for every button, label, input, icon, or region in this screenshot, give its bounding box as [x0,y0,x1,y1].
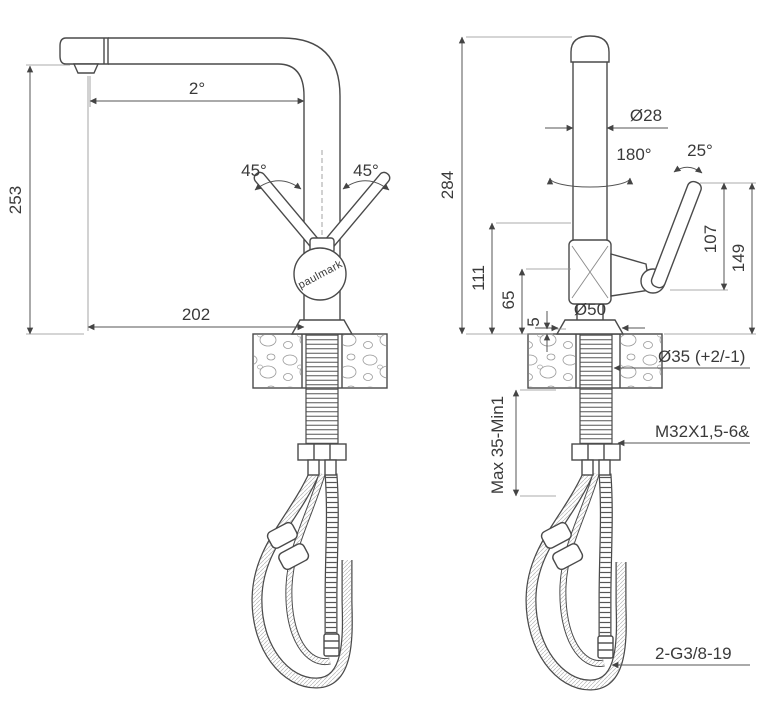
handle-lever [650,180,702,289]
dim-height-label: 253 [6,186,25,214]
hose-connector [324,459,337,476]
base-flange [555,319,625,335]
dim-swivel-arc [546,177,634,188]
right-faucet-body [555,35,702,335]
left-dimensions: 2° 253 45° 45° 202 [6,64,390,335]
left-view: paulmark 2° 253 45° 45° 202 [6,37,391,689]
countertop-granite [621,335,661,387]
dim-hose-thread-label: 2-G3/8-19 [655,644,732,663]
spout-outer-contour [108,37,341,320]
dim-spout-angle-label: 2° [189,79,205,98]
second-hose-braid [560,473,605,666]
hose-connector [581,459,594,476]
dim-hole-dia-label: Ø35 (+2/-1) [658,347,745,366]
dim-tilt-label: 25° [687,141,713,160]
right-countertop [527,333,663,389]
dim-total-height-label: 284 [438,171,457,199]
hose-weight-upper [540,521,572,549]
hose-weight-lower [552,543,584,571]
second-hose-braid [286,473,331,665]
mounting-nut [571,443,621,461]
dim-5-label: 5 [524,317,543,326]
countertop-granite [529,335,575,387]
spout-top-cap [570,35,610,63]
hose-end-fitting [323,633,340,657]
left-countertop [252,333,388,389]
shank-threads [305,333,339,445]
dim-handle-length-label: 107 [701,225,720,253]
dim-mount-thickness-label: Max 35-Min1 [488,396,507,494]
left-shank [297,333,347,476]
dim-lever-left-label: 45° [241,161,267,180]
dim-lever-right-label: 45° [353,161,379,180]
dim-base-dia-label: Ø50 [574,300,606,319]
hose-connector [307,459,320,476]
hose-weight-lower [278,543,310,571]
dim-swivel-label: 180° [616,145,651,164]
right-view: 284 Ø28 180° 25° 111 65 5 Ø50 [438,35,756,691]
spray-hose-rings [325,473,338,634]
junction-seam [571,245,609,299]
hose-weight-upper [266,521,298,549]
right-hoses [525,471,627,691]
countertop-granite [343,335,386,387]
hose-connector [598,459,611,476]
dim-reach-label: 202 [182,305,210,324]
dim-tilt-arc [673,165,703,174]
dim-body-dia-label: Ø28 [630,106,662,125]
aerator [72,63,100,74]
right-dimensions: 284 Ø28 180° 25° 111 65 5 Ø50 [438,36,756,669]
countertop-granite [254,335,301,387]
hose-weight [266,521,310,571]
dim-lever-right-arc [342,180,390,191]
dim-111-label: 111 [469,265,488,291]
brand-logo-badge [293,247,347,301]
spray-hose-rings [599,473,612,636]
left-faucet-body: paulmark [59,37,391,335]
spout-inner-contour [108,63,305,320]
left-hoses [251,471,353,689]
mounting-nut [297,443,347,461]
spray-head [59,37,109,65]
hose-weight [540,521,584,571]
hose-end-fitting [597,635,614,659]
dim-lever-left-arc [254,180,302,191]
dim-65-label: 65 [499,291,518,310]
dim-thread-label: M32X1,5-6& [655,422,750,441]
right-shank [571,333,621,476]
shank-threads [579,333,613,445]
dim-149-label: 149 [729,244,748,272]
